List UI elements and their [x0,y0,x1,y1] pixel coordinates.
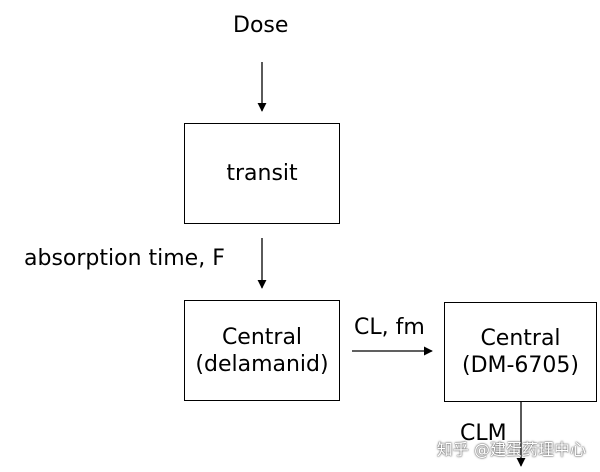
absorption-label: absorption time, F [24,246,225,271]
clearance-label: CL, fm [354,315,425,340]
watermark: 知乎 @建蛋药理中心 [436,440,586,459]
central-parent-compartment: Central (delamanid) [184,300,340,401]
dose-label: Dose [233,13,289,38]
transit-compartment: transit [184,123,340,224]
central-metabolite-compartment: Central (DM-6705) [444,302,597,402]
transit-label: transit [226,161,298,186]
central-metabolite-line1: Central [480,326,561,351]
central-parent-line2: (delamanid) [195,351,329,377]
metabolite-clearance-label: CLM [460,421,507,446]
central-metabolite-line2: (DM-6705) [461,353,579,378]
central-parent-line1: Central [221,324,303,350]
